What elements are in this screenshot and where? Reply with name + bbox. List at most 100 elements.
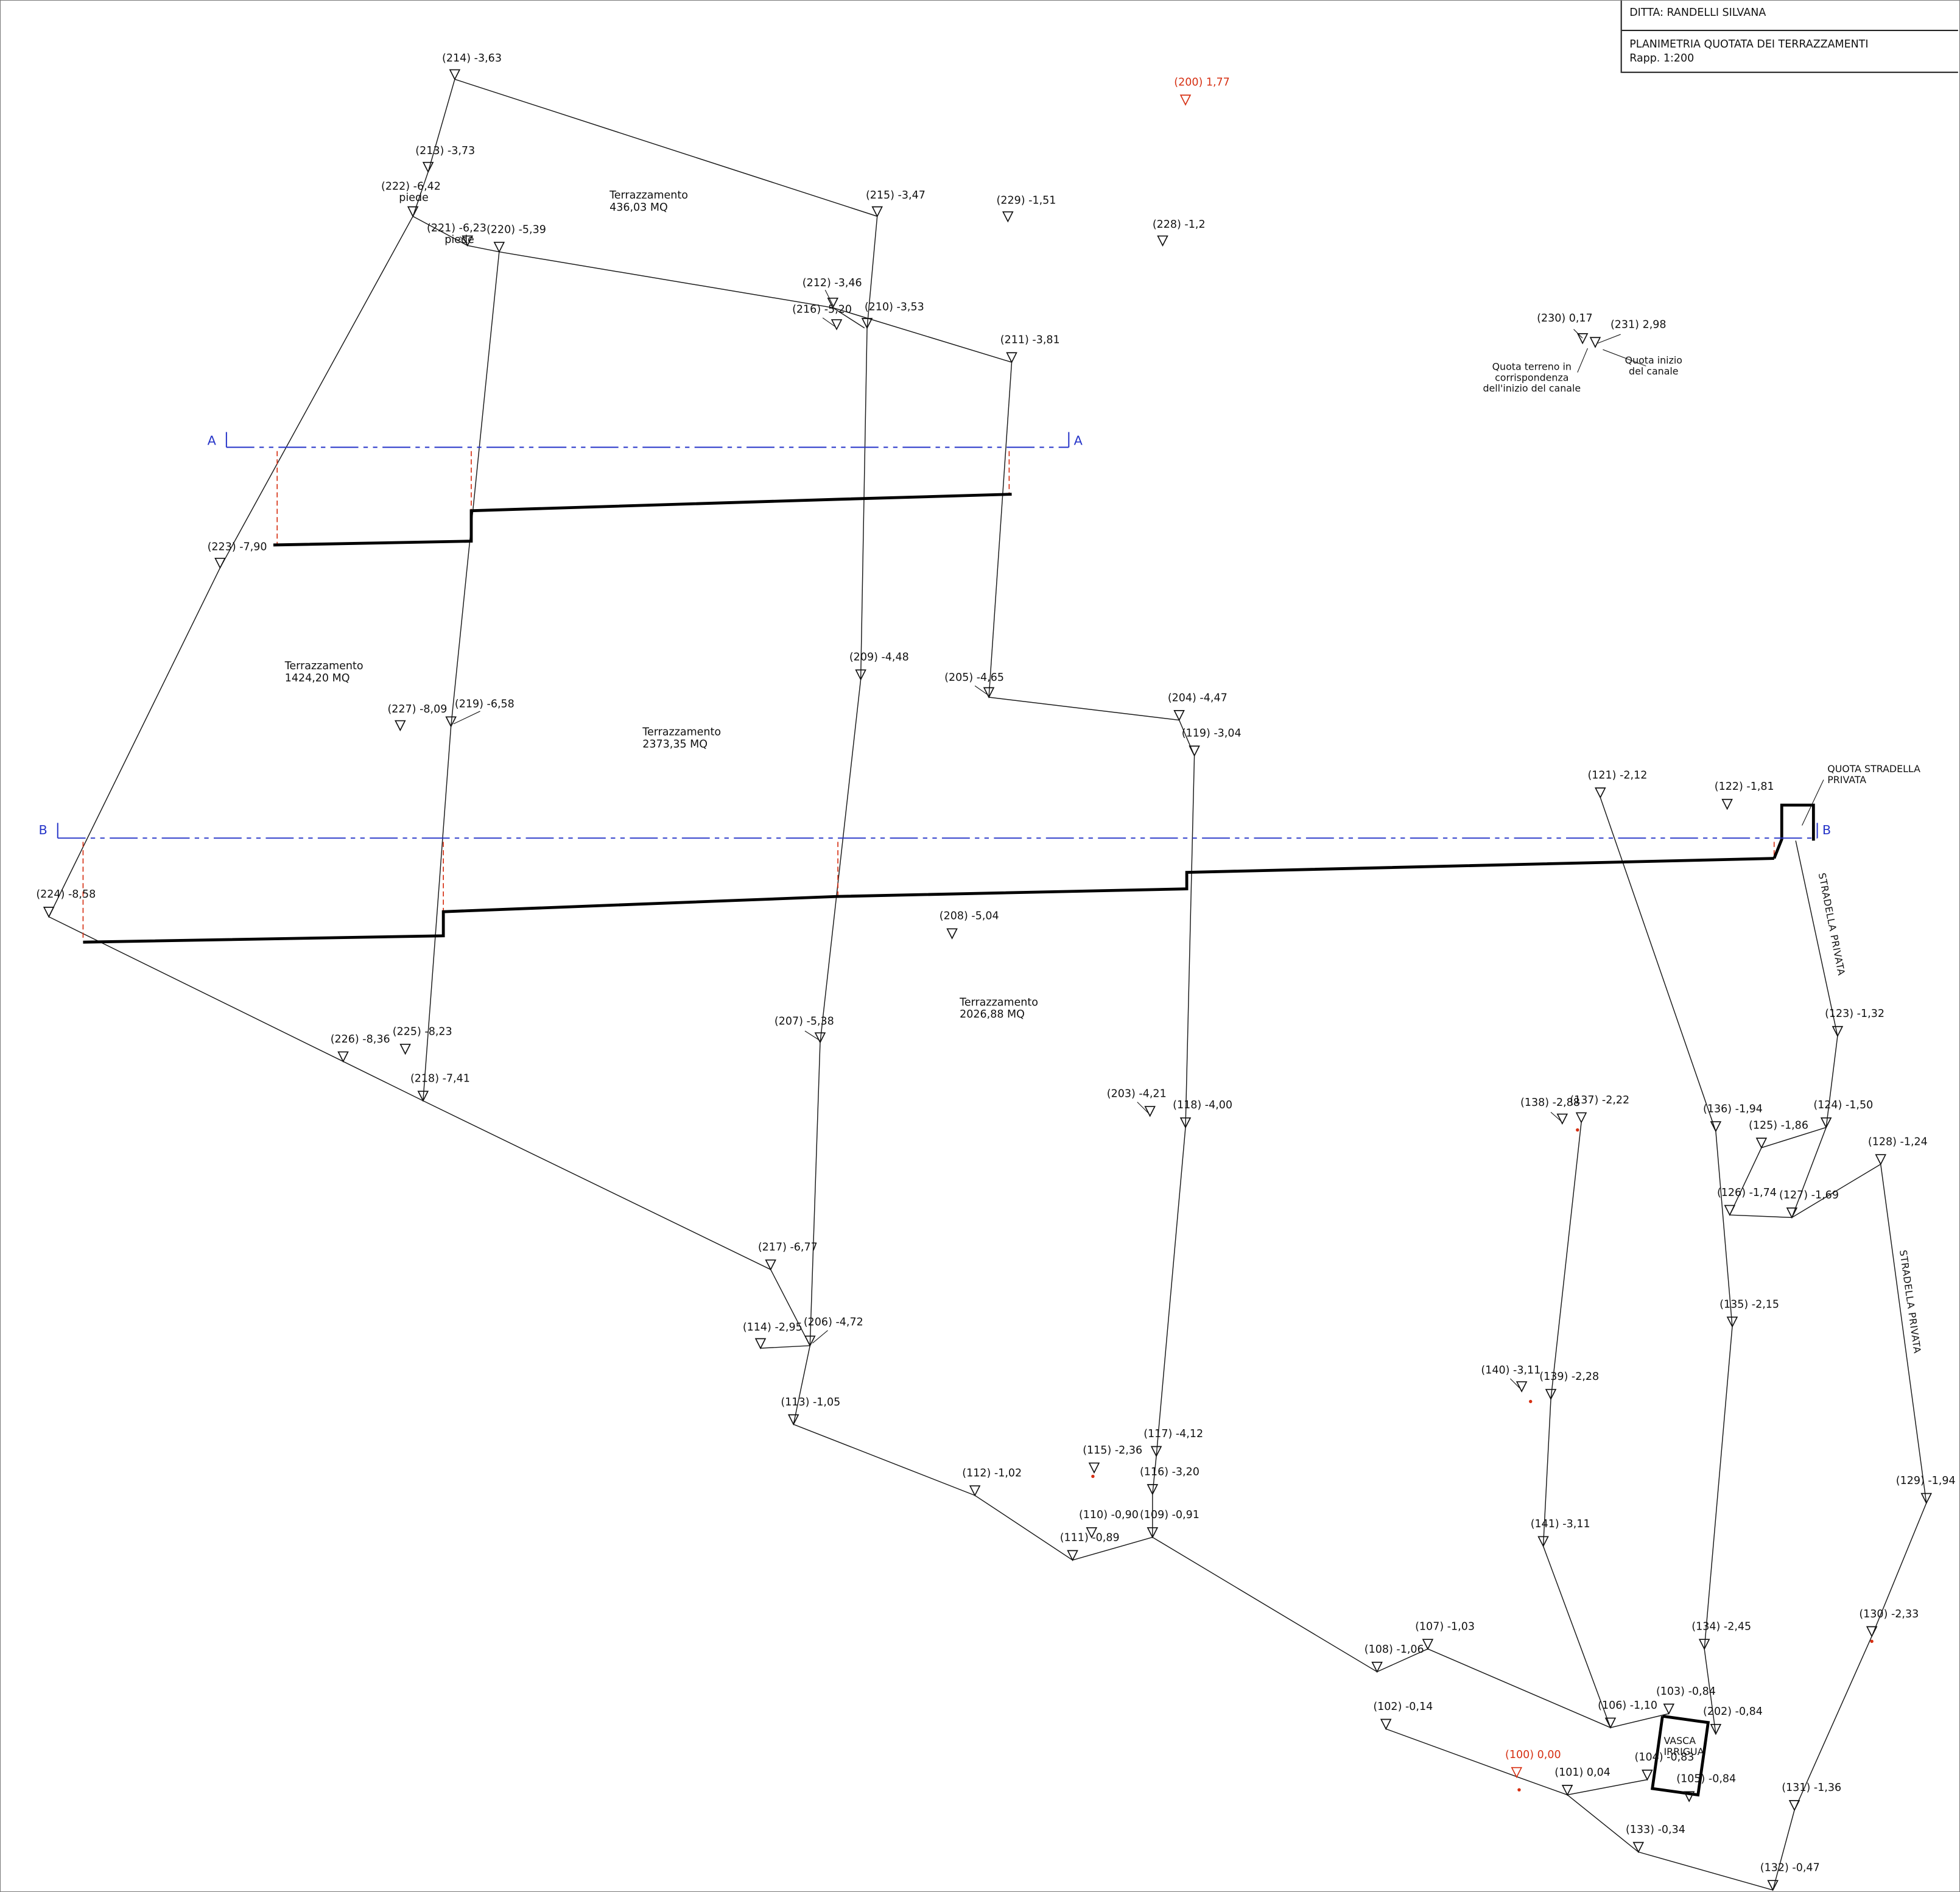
survey-point-label: (224) -8,58: [36, 888, 96, 901]
boundary-line: [988, 697, 1195, 756]
boundary-line: [48, 916, 810, 1346]
survey-point-marker: [1786, 1207, 1798, 1219]
boundary-line: [793, 216, 878, 1425]
survey-point-label: (131) -1,36: [1782, 1782, 1841, 1794]
boundary-line: [1600, 797, 1733, 1734]
survey-point-marker: [1511, 1767, 1523, 1779]
survey-point-marker: [1088, 1462, 1100, 1474]
survey-point-label: (105) -0,84: [1676, 1773, 1736, 1785]
leader-line: [1603, 349, 1646, 367]
survey-point-label: (205) -4,65: [944, 672, 1004, 684]
survey-point-marker: [1875, 1154, 1887, 1166]
survey-point-label: (226) -8,36: [331, 1033, 390, 1046]
survey-point-marker: [804, 1335, 816, 1347]
survey-point-label: (103) -0,84: [1656, 1686, 1716, 1698]
survey-point-marker: [395, 720, 406, 732]
survey-point-marker: [871, 206, 883, 218]
benchmark-dot: [1576, 1128, 1579, 1132]
company-name: DITTA: RANDELLI SILVANA: [1629, 5, 1766, 19]
survey-point-label: (213) -3,73: [415, 145, 475, 157]
survey-point-marker: [1371, 1661, 1383, 1673]
survey-point-label: (210) -3,53: [865, 301, 924, 313]
terrace-area-label: 1424,20 MQ: [285, 672, 350, 684]
survey-point-marker: [1147, 1484, 1159, 1496]
survey-point-marker: [1755, 1138, 1768, 1149]
leader-line: [824, 289, 834, 306]
survey-point-marker: [1589, 337, 1601, 348]
survey-point-label: (114) -2,95: [743, 1321, 803, 1334]
survey-point-marker: [1698, 1639, 1710, 1650]
survey-point-marker: [1866, 1626, 1878, 1637]
survey-point-marker: [814, 1032, 826, 1044]
survey-point-marker: [422, 161, 434, 174]
survey-point-label: (134) -2,45: [1691, 1621, 1751, 1633]
survey-point-label: (136) -1,94: [1703, 1103, 1763, 1115]
survey-point-label: (104) -0,83: [1635, 1751, 1695, 1764]
survey-point-marker: [462, 235, 474, 247]
benchmark-dot: [1091, 1474, 1095, 1479]
survey-point-marker: [1575, 1112, 1587, 1124]
survey-point-marker: [1006, 352, 1017, 364]
title-block-company-row: DITTA: RANDELLI SILVANA: [1621, 1, 1958, 32]
survey-point-label: (111) -0,89: [1060, 1532, 1120, 1544]
survey-point-marker: [1642, 1770, 1653, 1781]
survey-point-marker: [765, 1259, 776, 1271]
annotation-text: dell'inizio del canale: [1483, 382, 1581, 394]
annotation-text: IRRIGUA: [1663, 1746, 1704, 1757]
survey-point-marker: [1179, 94, 1192, 106]
leader-line: [812, 1330, 828, 1344]
annotation-text: QUOTA STRADELLA: [1827, 763, 1920, 775]
terrace-wall-line: [1772, 803, 1815, 859]
survey-point-label: (135) -2,15: [1719, 1298, 1779, 1310]
annotation-text: Quota inizio: [1625, 354, 1682, 366]
survey-point-label: (209) -4,48: [849, 652, 909, 664]
survey-point-label: (137) -2,22: [1570, 1094, 1629, 1106]
annotation-text: VASCA: [1663, 1735, 1696, 1746]
survey-point-label: (116) -3,20: [1140, 1466, 1200, 1478]
survey-point-marker: [983, 687, 995, 698]
survey-point-label: (222) -6,42: [381, 180, 441, 192]
boundary-line: [1729, 1127, 1827, 1215]
survey-point-marker: [1545, 1388, 1557, 1401]
leader-line: [804, 1030, 820, 1041]
survey-point-label: (229) -1,51: [997, 194, 1056, 206]
survey-point-marker: [337, 1051, 349, 1063]
survey-point-marker: [449, 69, 461, 81]
survey-point-marker: [1721, 798, 1733, 811]
survey-point-marker: [1144, 1106, 1156, 1117]
survey-point-label: (228) -1,2: [1153, 219, 1206, 231]
survey-point-marker: [1576, 333, 1589, 345]
survey-point-marker: [1632, 1841, 1645, 1854]
survey-point-marker: [1380, 1718, 1392, 1730]
survey-point-marker: [1683, 1791, 1695, 1802]
survey-point-marker: [407, 206, 419, 218]
benchmark-dot: [1517, 1788, 1521, 1792]
terrace-wall-line: [83, 857, 1774, 944]
boundary-line: [48, 79, 455, 917]
survey-point-marker: [754, 1338, 767, 1349]
survey-point-label: (223) -7,90: [208, 541, 267, 553]
survey-point-label: (220) -5,39: [486, 223, 546, 236]
section-letter: A: [208, 433, 217, 448]
survey-point-label: (119) -3,04: [1182, 728, 1242, 740]
survey-point-marker: [1788, 1800, 1800, 1812]
survey-point-label: (127) -1,69: [1779, 1189, 1839, 1201]
survey-point-marker: [493, 242, 505, 253]
survey-point-marker: [1147, 1527, 1159, 1539]
leader-line: [1802, 779, 1824, 826]
survey-point-label: (128) -1,24: [1868, 1136, 1928, 1148]
terrace-area-label: Terrazzamento: [284, 660, 364, 672]
road-label: STRADELLA PRIVATA: [1816, 872, 1847, 977]
survey-point-label: (218) -7,41: [410, 1072, 470, 1085]
survey-point-marker: [1561, 1785, 1573, 1796]
survey-point-label: (207) -5,38: [775, 1016, 834, 1028]
title-block-title-row: PLANIMETRIA QUOTATA DEI TERRAZZAMENTI Ra…: [1621, 31, 1958, 73]
terrace-area-label: 2026,88 MQ: [960, 1008, 1025, 1021]
survey-point-label: (132) -0,47: [1760, 1862, 1820, 1874]
survey-point-marker: [1179, 1117, 1192, 1129]
survey-point-label: (106) -1,10: [1598, 1700, 1657, 1712]
title-block: DITTA: RANDELLI SILVANA PLANIMETRIA QUOT…: [1620, 1, 1958, 73]
survey-point-label: (219) -6,58: [455, 698, 515, 711]
boundary-line: [760, 1345, 810, 1349]
